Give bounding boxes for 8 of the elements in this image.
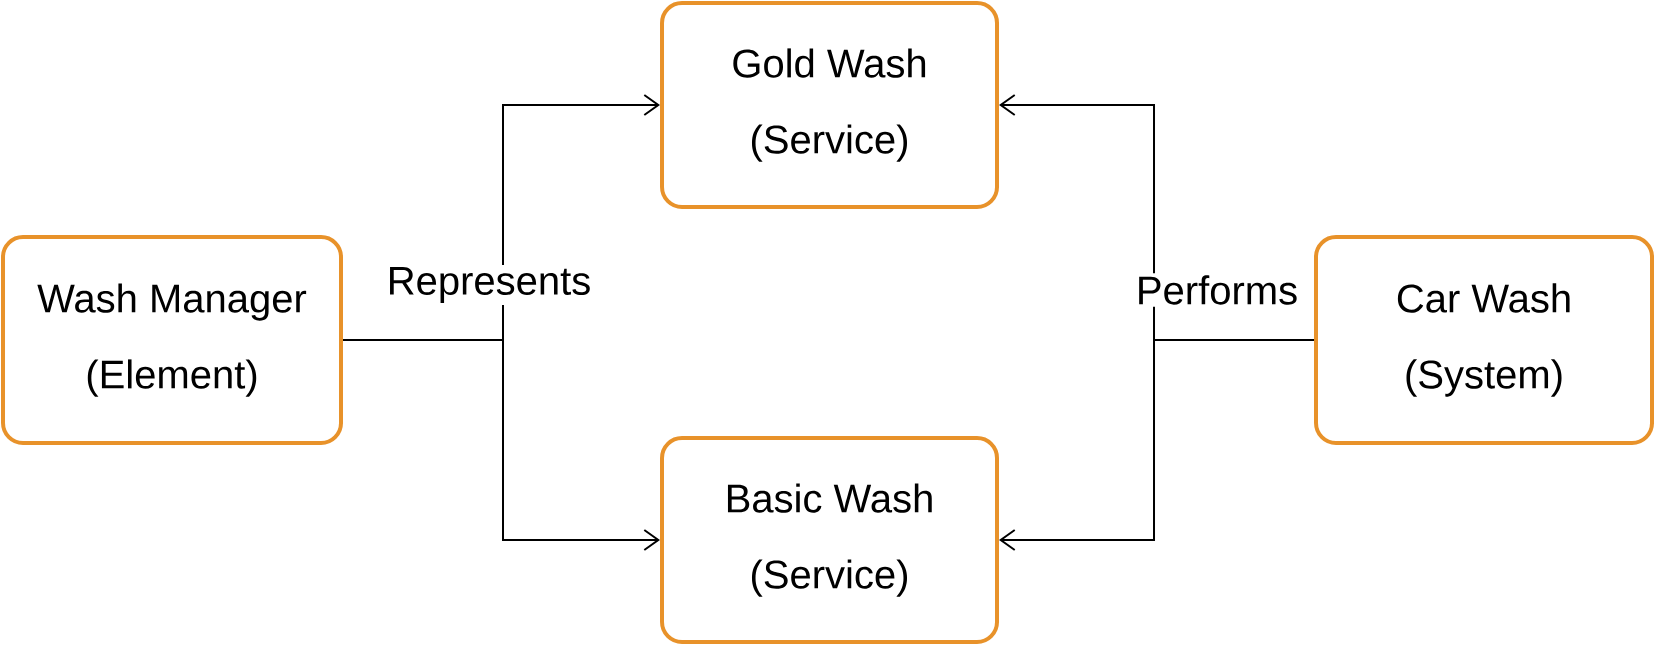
- arrow: [999, 339, 1315, 551]
- edge-label: Represents: [384, 265, 594, 305]
- service-box: Car Wash (System): [1314, 235, 1654, 445]
- edge-label: Performs: [1133, 273, 1301, 307]
- service-box: Basic Wash (Service): [660, 436, 999, 644]
- service-box: Wash Manager (Element): [1, 235, 343, 445]
- service-box: Gold Wash (Service): [660, 1, 999, 209]
- arrow: [342, 339, 660, 551]
